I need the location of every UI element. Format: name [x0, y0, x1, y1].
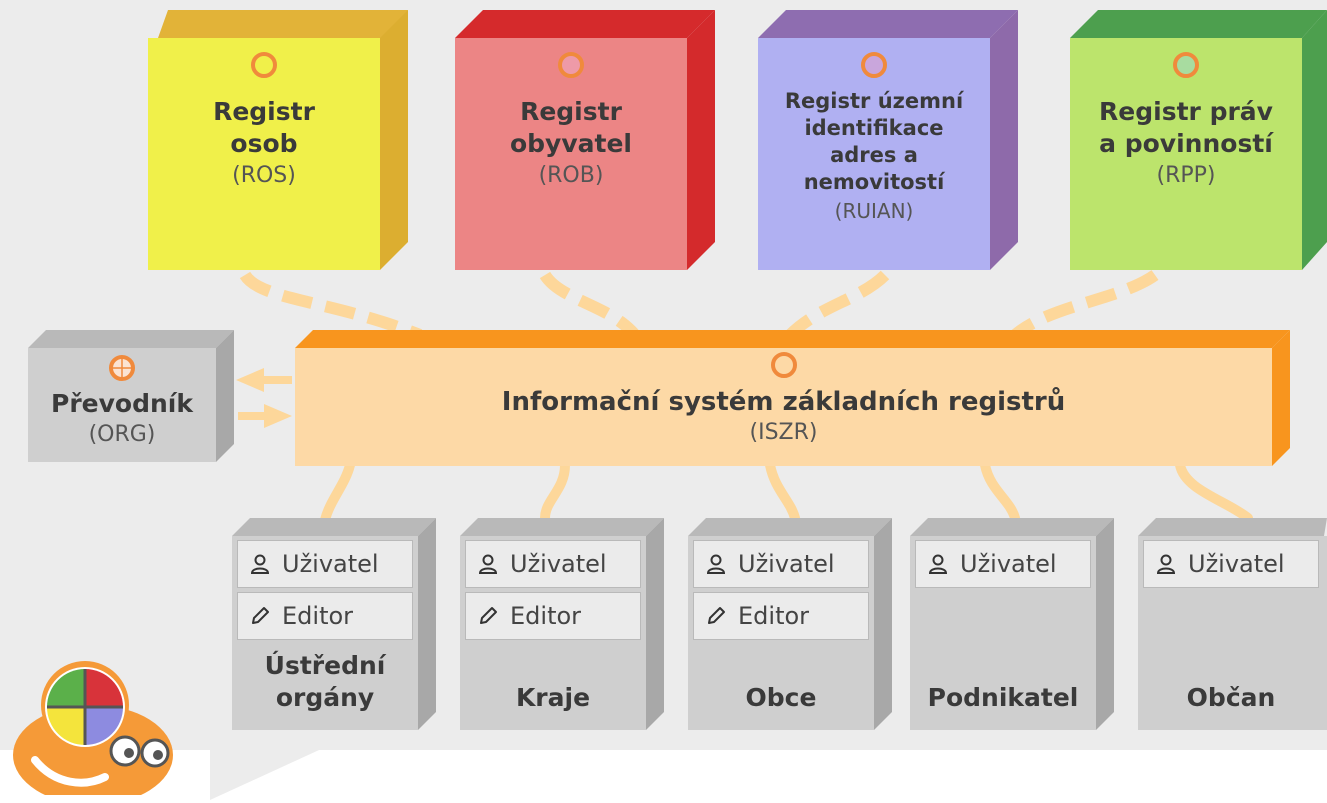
user-icon — [928, 554, 948, 574]
role-user: Uživatel — [915, 540, 1091, 588]
cube-side — [1096, 518, 1114, 730]
globe-icon — [109, 355, 135, 381]
central-title: Informační systém základních registrů — [501, 387, 1066, 417]
ring-icon — [1173, 52, 1199, 78]
cube-side — [418, 518, 436, 730]
register-rpp: Registr práv a povinností (RPP) — [1070, 10, 1327, 270]
role-user-label: Uživatel — [510, 550, 607, 578]
role-user: Uživatel — [237, 540, 413, 588]
cube-top — [295, 330, 1290, 348]
cube-top — [758, 10, 1018, 38]
converter-abbr: (ORG) — [88, 422, 156, 447]
ring-icon — [251, 52, 277, 78]
group-label: Kraje — [515, 683, 591, 712]
globe-hat-icon — [45, 667, 125, 747]
register-abbr: (ROB) — [538, 163, 604, 188]
cube-side — [1302, 10, 1327, 270]
cube-top — [910, 518, 1114, 536]
ring-icon — [861, 52, 887, 78]
user-icon — [478, 554, 498, 574]
register-title: Registr osob — [213, 97, 315, 158]
register-title: Registr obyvatel — [509, 97, 632, 158]
speech-bubble-tail — [210, 745, 330, 800]
role-user-label: Uživatel — [1188, 550, 1285, 578]
role-editor: Editor — [237, 592, 413, 640]
mascot-logo — [13, 661, 173, 795]
cube-side — [1272, 330, 1290, 466]
cube-top — [28, 330, 234, 348]
cube-top — [158, 10, 408, 38]
cube-side — [216, 330, 234, 462]
group-podnikatel: Uživatel Podnikatel — [910, 518, 1114, 730]
role-editor-label: Editor — [510, 602, 582, 630]
register-abbr: (RUIAN) — [834, 199, 914, 223]
cube-top — [1138, 518, 1327, 536]
pencil-icon — [708, 607, 725, 624]
role-user-label: Uživatel — [960, 550, 1057, 578]
role-user-label: Uživatel — [738, 550, 835, 578]
cube-top — [455, 10, 715, 38]
role-user-label: Uživatel — [282, 550, 379, 578]
central-abbr: (ISZR) — [749, 420, 818, 445]
register-abbr: (ROS) — [232, 163, 296, 188]
register-ros: Registr osob (ROS) — [148, 10, 408, 270]
pencil-icon — [252, 607, 269, 624]
role-user: Uživatel — [693, 540, 869, 588]
cube-top — [1070, 10, 1327, 38]
user-icon — [1156, 554, 1176, 574]
cube-top — [688, 518, 892, 536]
ring-icon — [770, 352, 797, 378]
ring-icon — [558, 52, 584, 78]
group-obcan: Uživatel Občan — [1138, 518, 1327, 730]
cube-side — [874, 518, 892, 730]
cube-side — [646, 518, 664, 730]
register-title: Registr územní identifikace adres a nemo… — [784, 89, 964, 194]
role-user: Uživatel — [465, 540, 641, 588]
group-label: Ústřední orgány — [264, 651, 386, 712]
group-kraje: Uživatel Editor Kraje — [460, 518, 664, 730]
cube-side — [380, 10, 408, 270]
pencil-icon — [480, 607, 497, 624]
role-editor: Editor — [693, 592, 869, 640]
converter-org: Převodník (ORG) — [28, 330, 234, 462]
group-obce: Uživatel Editor Obce — [688, 518, 892, 730]
group-label: Podnikatel — [927, 683, 1079, 712]
group-label: Občan — [1186, 683, 1276, 712]
register-ruian: Registr územní identifikace adres a nemo… — [758, 10, 1018, 270]
role-editor: Editor — [465, 592, 641, 640]
cube-top — [460, 518, 664, 536]
central-iszr: Informační systém základních registrů (I… — [295, 330, 1290, 466]
user-icon — [706, 554, 726, 574]
register-title: Registr práv a povinností — [1099, 97, 1273, 158]
role-editor-label: Editor — [738, 602, 810, 630]
cube-side — [687, 10, 715, 270]
role-user: Uživatel — [1143, 540, 1319, 588]
register-rob: Registr obyvatel (ROB) — [455, 10, 715, 270]
role-editor-label: Editor — [282, 602, 354, 630]
cube-side — [990, 10, 1018, 270]
user-icon — [250, 554, 270, 574]
group-label: Obce — [745, 683, 817, 712]
converter-title: Převodník — [51, 389, 193, 418]
register-abbr: (RPP) — [1156, 163, 1216, 188]
cube-top — [232, 518, 436, 536]
group-ustredni: Uživatel Editor Ústřední orgány — [232, 518, 436, 730]
